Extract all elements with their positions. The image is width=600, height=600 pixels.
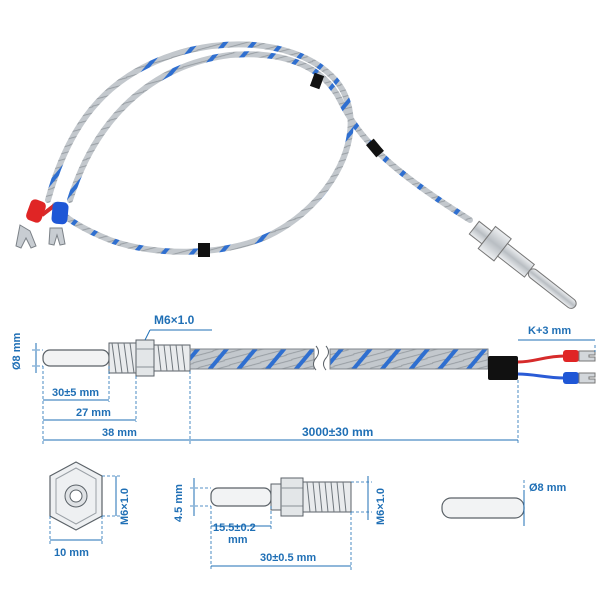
hex-nut-side xyxy=(135,339,155,377)
product-photo xyxy=(15,41,577,309)
len-155-label-b: mm xyxy=(228,534,248,546)
side-dimensions xyxy=(32,329,596,445)
cable-end-sleeve xyxy=(488,356,518,380)
len-30b-label: 30±0.5 mm xyxy=(260,552,316,564)
blue-sleeve xyxy=(563,372,579,384)
len-27-label: 27 mm xyxy=(76,407,111,419)
height-45-label: 4.5 mm xyxy=(173,484,185,522)
len-30-label: 30±5 mm xyxy=(52,387,99,399)
side-thread-label: M6×1.0 xyxy=(375,488,387,525)
probe-photo xyxy=(468,220,577,309)
nut-front-view xyxy=(49,461,120,545)
len-38-label: 38 mm xyxy=(102,427,137,439)
side-drawing xyxy=(42,339,596,384)
probe-tip-view xyxy=(441,478,525,528)
cable-loop xyxy=(45,41,354,255)
nut-width-label: 10 mm xyxy=(54,547,89,559)
blue-wire xyxy=(517,372,566,380)
fitting-side-view xyxy=(190,476,372,570)
cable-band-1 xyxy=(309,72,325,90)
probe-dia-label: Ø8 mm xyxy=(529,482,567,494)
len-155-label-a: 15.5±0.2 xyxy=(213,522,256,534)
red-wire xyxy=(517,354,566,364)
terminal-label: K+3 mm xyxy=(528,325,571,337)
cable-len-label: 3000±30 mm xyxy=(302,425,373,439)
cable-outer xyxy=(67,51,473,223)
red-sleeve xyxy=(563,350,579,362)
red-lug-photo xyxy=(15,224,37,249)
cable-side-a xyxy=(189,348,315,370)
cable-side-b xyxy=(329,348,489,370)
thread-label: M6×1.0 xyxy=(154,313,195,327)
nut-thread-label: M6×1.0 xyxy=(119,488,131,525)
break-mark xyxy=(313,345,329,371)
blue-lug xyxy=(578,372,596,384)
probe-tip xyxy=(42,349,110,367)
blue-lug-photo xyxy=(48,227,66,246)
dia-left-label: Ø8 mm xyxy=(11,332,23,370)
cable-band-3 xyxy=(366,138,384,158)
blue-sleeve-photo xyxy=(51,201,69,225)
thread-section xyxy=(108,342,137,374)
red-lug xyxy=(578,350,596,362)
cable-band-2 xyxy=(198,243,210,257)
red-sleeve-photo xyxy=(26,199,46,223)
